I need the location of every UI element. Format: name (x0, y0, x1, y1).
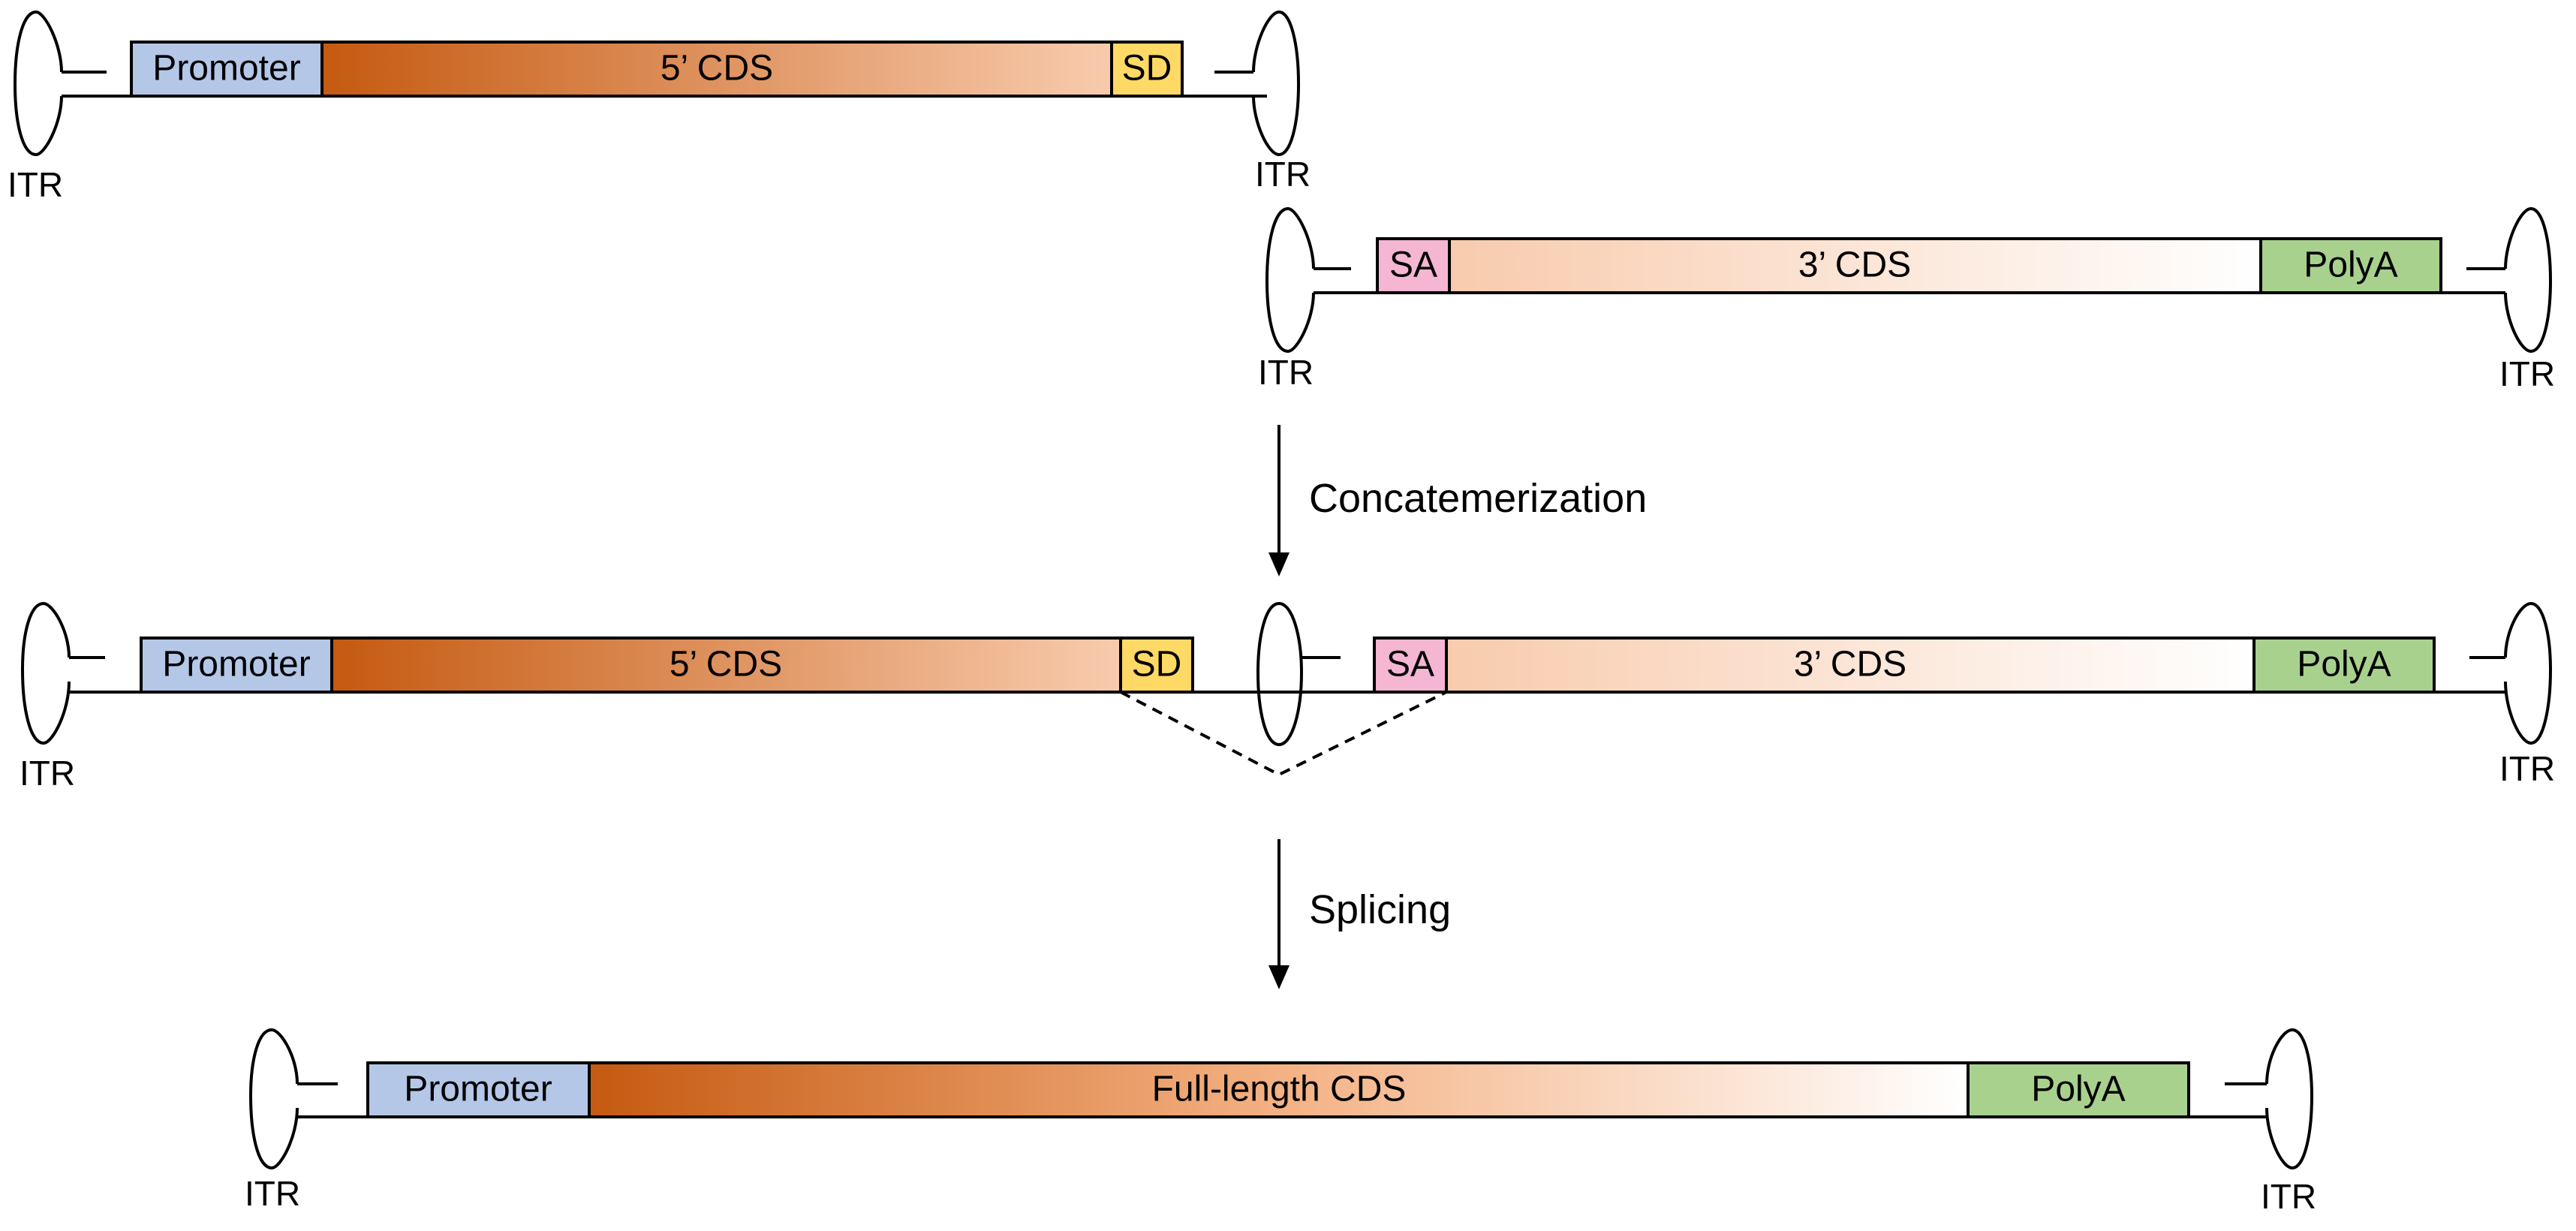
polya-box (2259, 237, 2442, 294)
splice-junction-dashed-line (1120, 691, 1447, 777)
splice-acceptor-box (1373, 637, 1448, 694)
full-length-cds-box (588, 1061, 1970, 1118)
promoter-label: Promoter (404, 1070, 552, 1109)
concatemerization-label: Concatemerization (1309, 476, 1647, 521)
itr-label: ITR (2499, 749, 2555, 788)
polya-label: PolyA (2304, 245, 2397, 285)
itr-label: ITR (2499, 354, 2555, 393)
itr-left-hairpin (1265, 206, 1351, 354)
polya-label: PolyA (2297, 645, 2391, 685)
vector-3prime: ITR SA 3’ CDS PolyA ITR (1258, 206, 2555, 393)
splice-donor-box (1119, 637, 1194, 694)
itr-label: ITR (245, 1174, 300, 1213)
itr-right-hairpin (2469, 601, 2553, 745)
cds-3prime-box (1445, 637, 2256, 694)
cds-3prime-box (1448, 237, 2262, 294)
cds-3prime-label: 3’ CDS (1794, 645, 1906, 685)
itr-left-hairpin (248, 1028, 338, 1170)
itr-right-hairpin (2466, 206, 2553, 354)
vector-5prime: ITR Promoter 5’ CDS SD ITR (8, 10, 1311, 204)
polya-box (2252, 637, 2436, 694)
full-length-cds-label: Full-length CDS (1152, 1070, 1407, 1109)
itr-junction-hairpin (1256, 601, 1341, 747)
splice-donor-label: SD (1122, 49, 1172, 89)
itr-left-hairpin (13, 10, 107, 157)
itr-label: ITR (1258, 353, 1314, 392)
promoter-label: Promoter (162, 645, 310, 685)
cds-3prime-label: 3’ CDS (1798, 245, 1911, 285)
splice-donor-box (1110, 41, 1184, 98)
itr-label: ITR (20, 754, 75, 793)
splice-acceptor-label: SA (1389, 245, 1437, 285)
polya-box (1967, 1061, 2190, 1118)
promoter-label: Promoter (152, 49, 300, 89)
itr-right-hairpin (2225, 1028, 2314, 1170)
cds-5prime-label: 5’ CDS (670, 645, 782, 685)
promoter-box (140, 637, 333, 694)
splice-acceptor-label: SA (1386, 645, 1434, 685)
concatemer: ITR Promoter 5’ CDS SD SA 3’ CDS PolyA I… (20, 601, 2555, 793)
itr-label: ITR (2261, 1177, 2316, 1216)
cds-5prime-label: 5’ CDS (661, 49, 773, 89)
itr-label: ITR (1255, 155, 1311, 194)
itr-label: ITR (8, 165, 63, 204)
spliced-product: ITR Promoter Full-length CDS PolyA ITR (245, 1028, 2316, 1216)
promoter-box (366, 1061, 591, 1118)
itr-right-hairpin (1214, 10, 1301, 157)
splicing-label: Splicing (1309, 887, 1451, 932)
itr-left-hairpin (20, 601, 105, 745)
concatemerization-arrow (1268, 425, 1290, 576)
splicing-arrow (1268, 839, 1290, 989)
splice-donor-label: SD (1132, 645, 1182, 685)
polya-label: PolyA (2031, 1070, 2125, 1109)
